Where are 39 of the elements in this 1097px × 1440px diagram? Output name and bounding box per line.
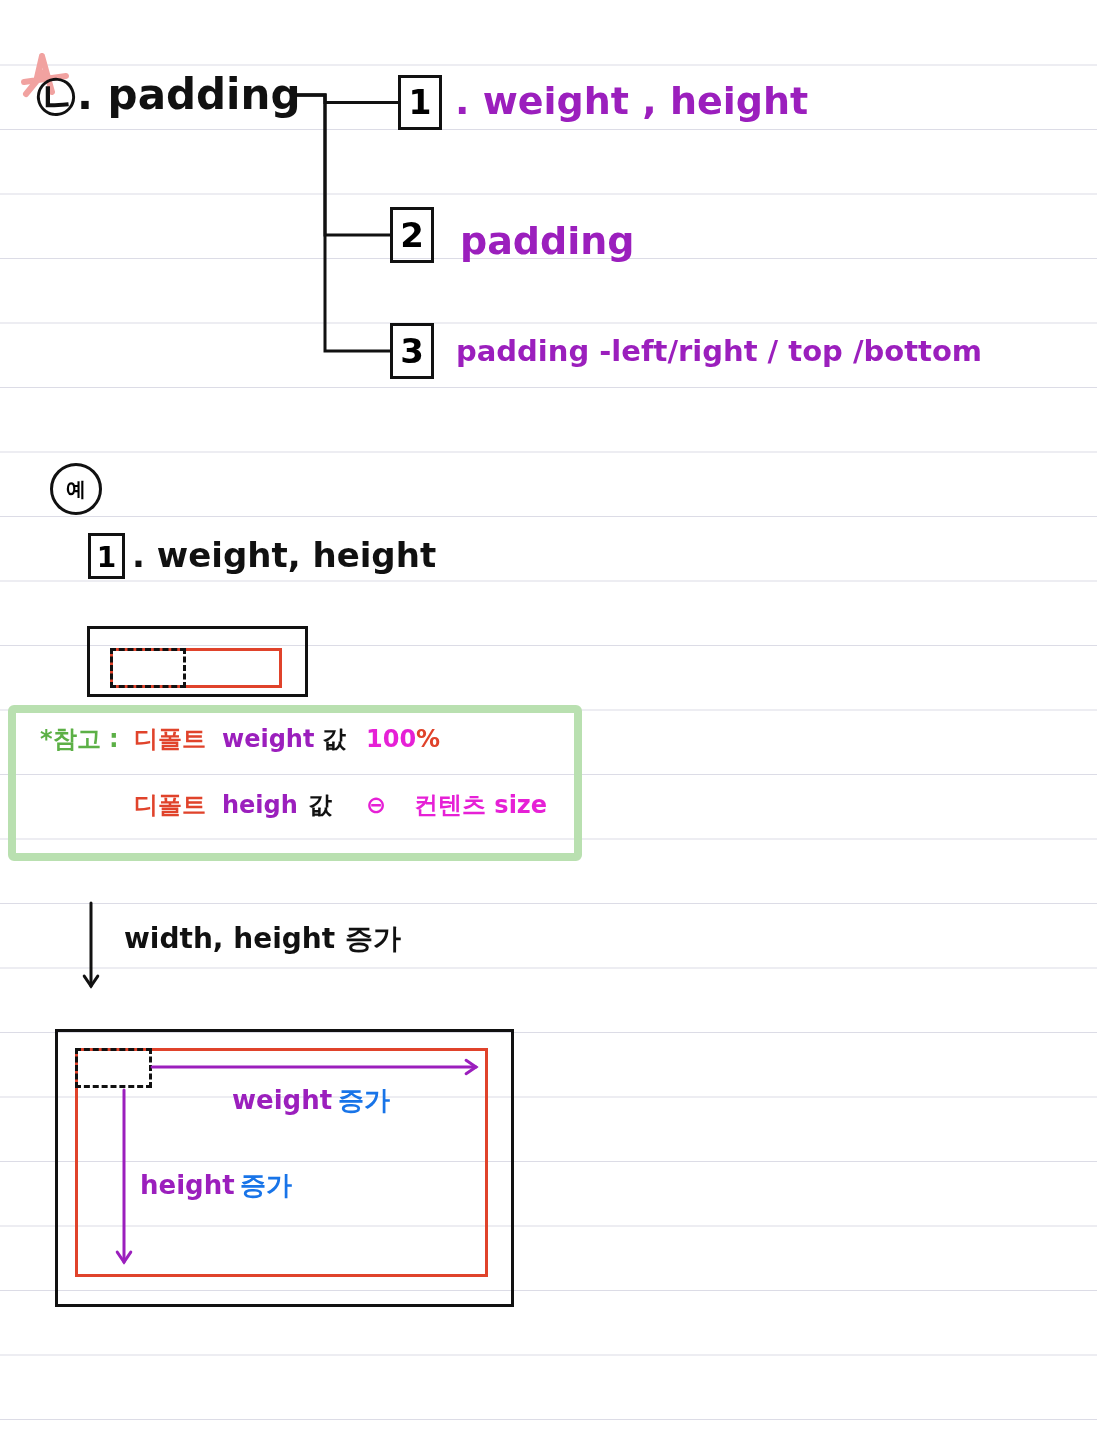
note-box <box>8 705 582 861</box>
item-text: padding -left/right / top /bottom <box>456 337 983 366</box>
padding-box <box>110 648 186 688</box>
tree-connector <box>296 93 390 353</box>
note-text: 100 <box>366 727 417 751</box>
outer-box <box>55 1029 514 1307</box>
note-text: 컨텐츠 size <box>414 793 548 817</box>
note-text: 값 <box>322 727 346 751</box>
item-number: 3 <box>399 334 425 368</box>
number-box <box>390 323 434 379</box>
content-box <box>110 648 282 688</box>
note-text: heigh <box>222 793 298 817</box>
note-text: % <box>416 727 441 751</box>
annotation-text: weight <box>232 1087 333 1113</box>
padding-box <box>75 1048 152 1088</box>
number-box <box>390 207 434 263</box>
circle-badge <box>50 463 102 515</box>
section-heading: ㉡. padding <box>35 74 301 116</box>
note-text: 디폴트 <box>134 727 206 751</box>
note-text: *참고 : <box>40 727 119 751</box>
note-text: 값 <box>308 793 332 817</box>
annotation-text: 증가 <box>338 1087 390 1113</box>
item-text: . weight , height <box>455 82 809 120</box>
annotation-text: width, height 증가 <box>124 925 401 953</box>
number-box <box>398 75 442 130</box>
annotation-text: 증가 <box>240 1172 292 1198</box>
item-text: . weight, height <box>132 538 437 572</box>
item-number: 2 <box>399 218 425 252</box>
item-text: padding <box>460 222 635 260</box>
note-text: weight <box>222 727 315 751</box>
outer-box <box>87 626 308 697</box>
item-number: 1 <box>407 86 433 119</box>
example-label: 예 <box>65 479 87 499</box>
item-number: 1 <box>95 544 118 572</box>
note-text: 디폴트 <box>134 793 206 817</box>
content-box <box>75 1048 488 1277</box>
number-box <box>88 533 125 579</box>
note-text: ⊖ <box>366 793 387 817</box>
annotation-text: height <box>140 1172 235 1198</box>
